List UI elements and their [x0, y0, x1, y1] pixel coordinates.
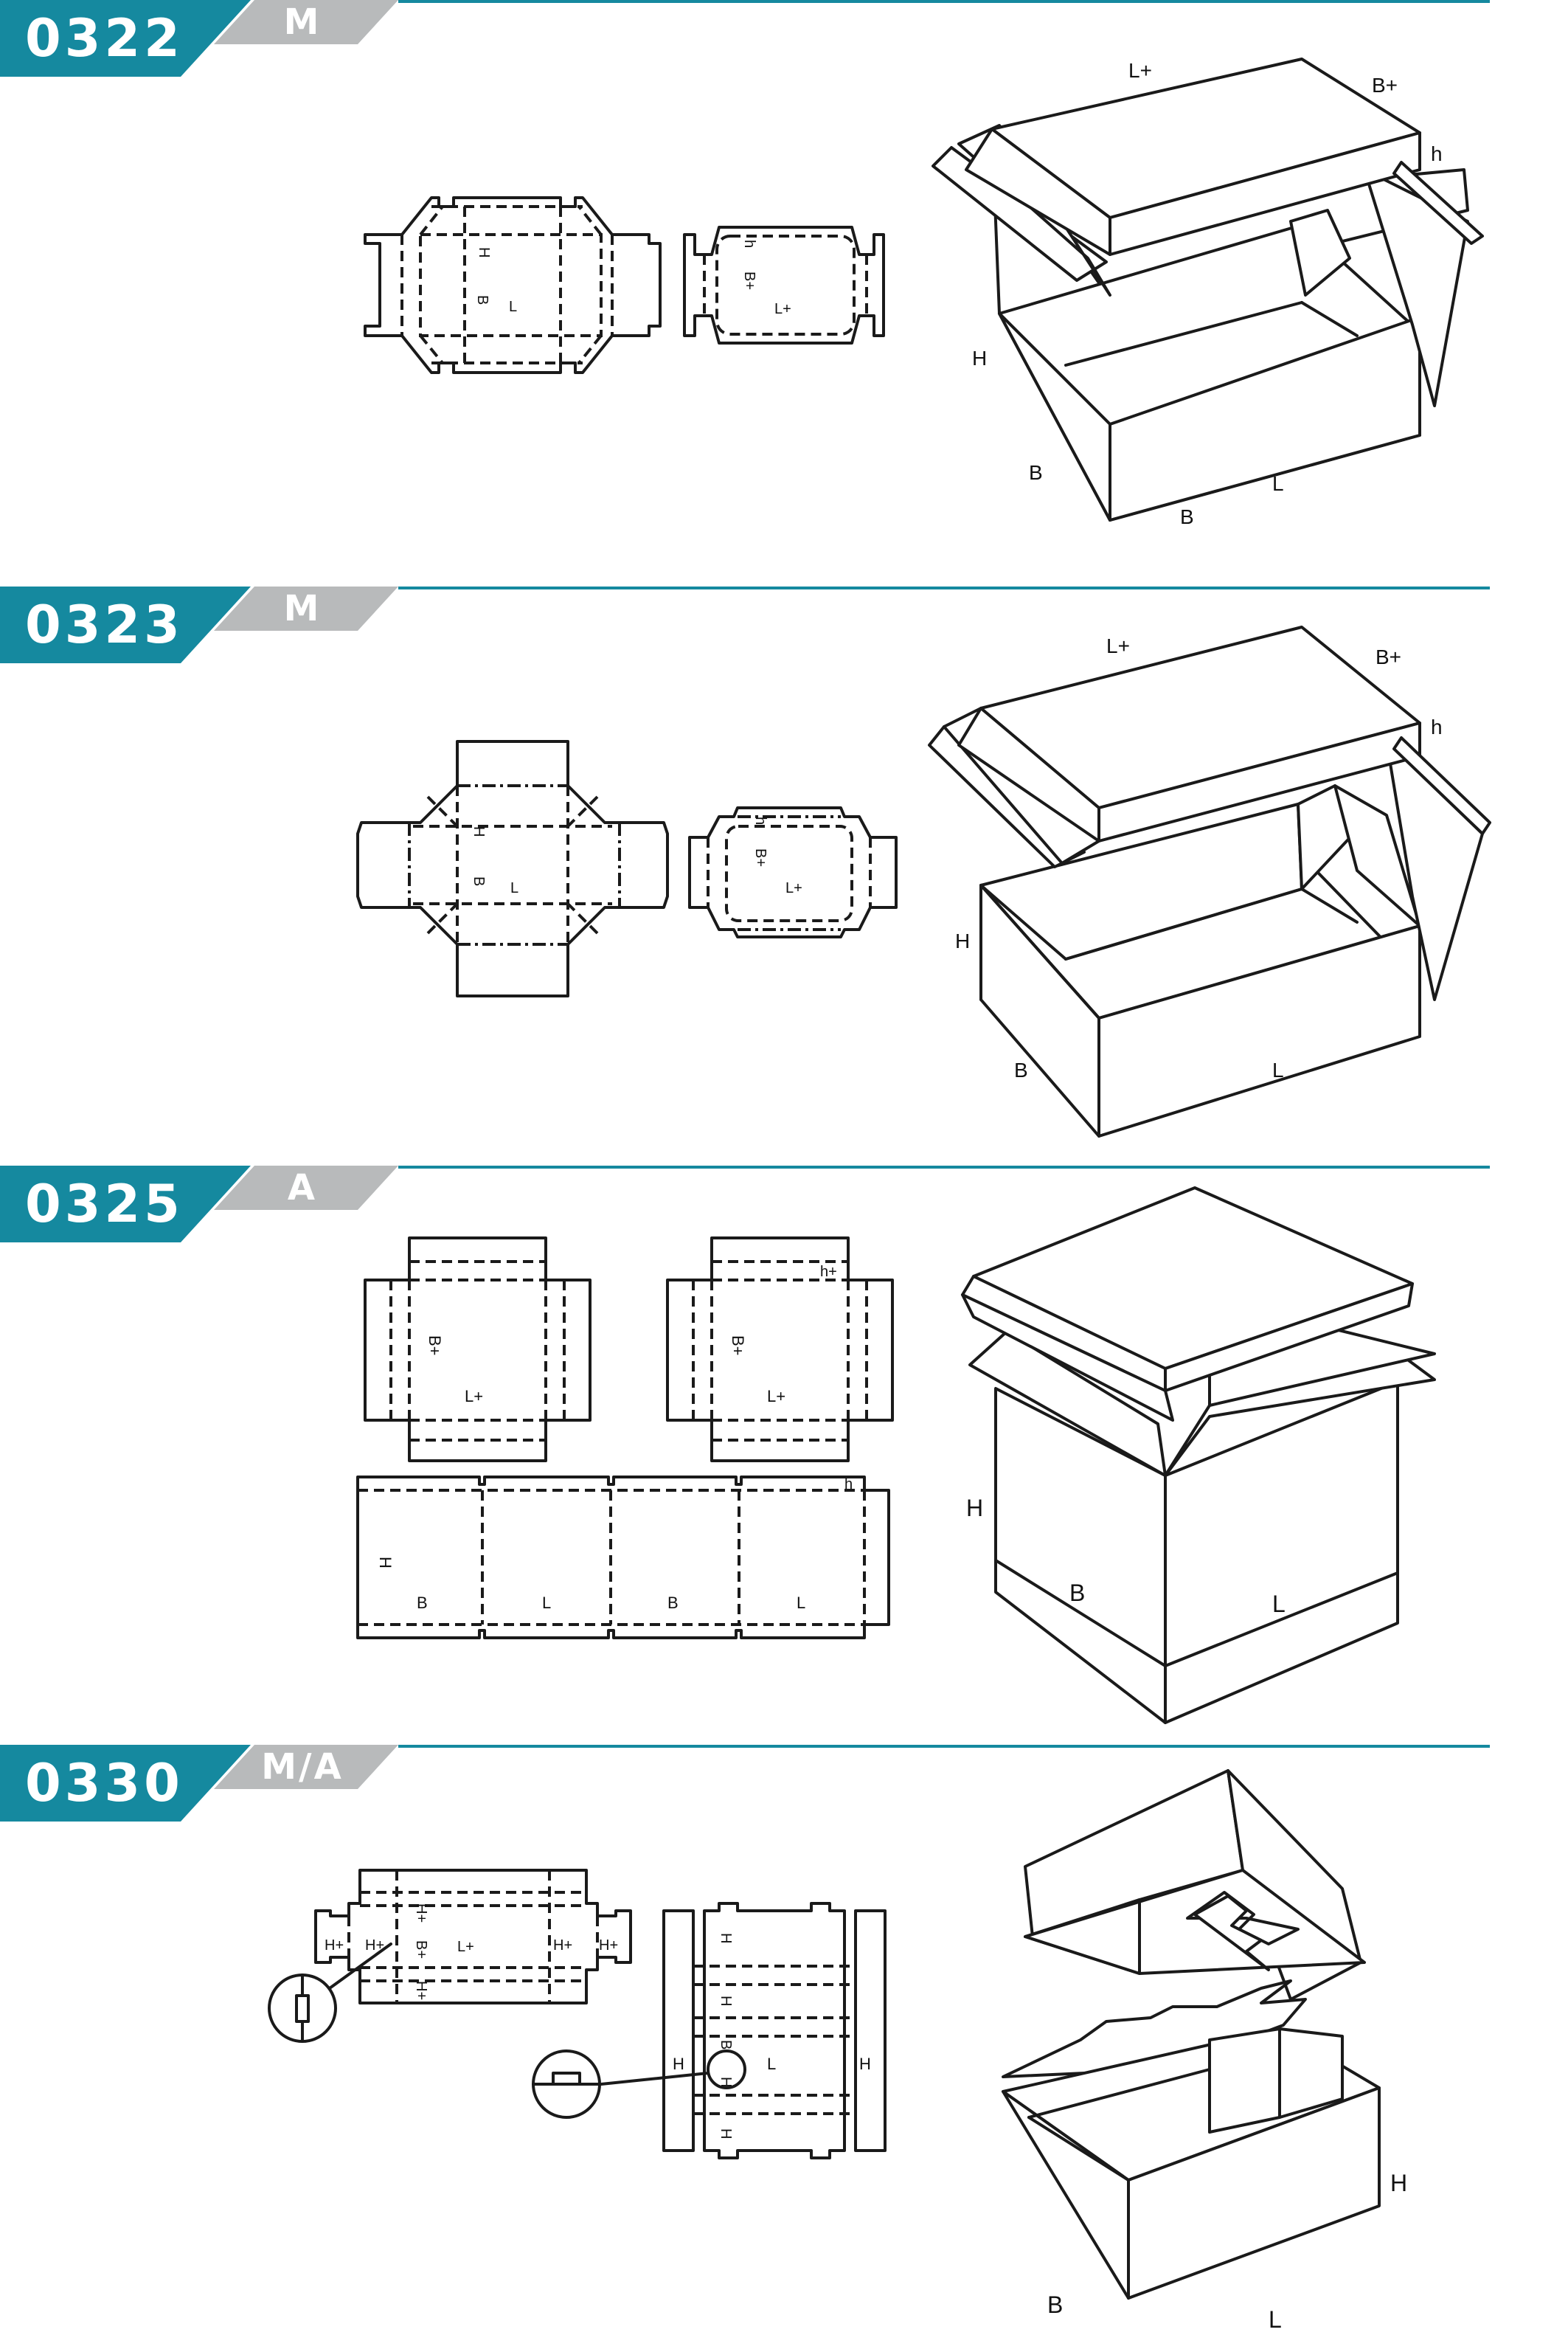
section-0330: 0330 M/A H+ H+ H+ H+ B+ L+ H+ H+ [0, 1745, 1568, 2335]
section-code: 0325 [25, 1174, 184, 1234]
dim-label: H [673, 2055, 684, 2073]
dim-label: L [510, 880, 518, 896]
dim-label: B [718, 2040, 734, 2049]
section-code: 0322 [25, 8, 184, 69]
section-code: 0323 [25, 595, 184, 655]
flat-blank-a [314, 1869, 632, 2004]
dim-label: L+ [774, 301, 791, 317]
dim-label: B [667, 1594, 679, 1612]
dim-label: B [417, 1594, 428, 1612]
section-header-graphic [0, 1745, 1490, 1822]
section-header-graphic [0, 587, 1490, 663]
dim-label: B+ [1376, 646, 1401, 668]
detail-zoom-a [268, 1943, 392, 2043]
box-3d-diagram [928, 626, 1491, 1138]
dim-label: L+ [1128, 59, 1152, 82]
dim-label: H [471, 826, 487, 837]
dim-label: h [741, 240, 757, 248]
dim-label: B [1029, 461, 1043, 484]
flat-blank-base [364, 196, 662, 374]
dim-label: h [752, 817, 769, 825]
dim-label: h [1431, 716, 1443, 738]
flat-blank-base [356, 740, 669, 997]
section-suffix: M [283, 588, 322, 629]
dim-label: L [509, 299, 517, 315]
dim-label: L [542, 1594, 551, 1612]
dim-label: B [1047, 2291, 1063, 2318]
section-0323: 0323 M H B L h B+ [0, 587, 1568, 1166]
dim-label: B [471, 876, 487, 886]
dim-label: L [1269, 2306, 1282, 2333]
flat-layout-diagram: H B L h B+ L+ [356, 626, 1491, 1138]
dim-label: B [1014, 1059, 1028, 1082]
flat-layout-diagram: H+ H+ H+ H+ B+ L+ H+ H+ H H [268, 1769, 1407, 2333]
dim-label: B+ [729, 1335, 747, 1356]
detail-zoom-b [532, 2049, 746, 2119]
dim-label: L [1272, 1059, 1284, 1082]
dim-label: H+ [553, 1937, 572, 1954]
flat-blank-b [662, 1902, 887, 2159]
section-header-graphic [0, 0, 1490, 77]
flat-layout-diagram: B+ L+ h+ B+ L+ H B L B L h [356, 1186, 1436, 1724]
dim-label: B [474, 295, 490, 305]
dim-label: h [1431, 142, 1443, 165]
dim-label: H [718, 1996, 734, 2006]
section-suffix: M/A [261, 1746, 344, 1788]
dim-label: L+ [457, 1939, 474, 1955]
dim-label: B+ [1372, 74, 1398, 97]
flat-layout-diagram: H B L h B+ L+ [364, 58, 1484, 528]
dim-label: L [1272, 1591, 1286, 1617]
dim-label: H [972, 347, 987, 370]
dim-label: H+ [365, 1937, 384, 1954]
dim-label: L+ [767, 1387, 785, 1405]
flat-sleeve [356, 1476, 890, 1639]
dim-label: H [376, 1557, 395, 1568]
flat-blank-lid [683, 226, 885, 345]
box-3d-diagram-bottom [1002, 1979, 1381, 2300]
dim-label: B+ [752, 848, 769, 867]
flat-lid-2 [666, 1236, 894, 1462]
dim-label: B [1180, 505, 1194, 528]
dim-label: H [718, 2128, 734, 2139]
dim-label: H [476, 247, 492, 257]
dim-label: B [1069, 1580, 1085, 1606]
dim-label: H+ [413, 1903, 429, 1923]
section-0325: 0325 A B+ L+ h+ B+ L+ [0, 1166, 1568, 1745]
dim-label: B+ [413, 1940, 429, 1959]
dim-label: L+ [465, 1387, 483, 1405]
dim-label: h+ [820, 1264, 837, 1280]
dim-label: H+ [413, 1981, 429, 2000]
section-suffix: M [283, 1, 322, 43]
dim-label: L+ [1106, 634, 1130, 657]
dim-label: H+ [599, 1937, 618, 1954]
dim-label: B+ [741, 271, 757, 290]
dim-label: H+ [325, 1937, 344, 1954]
dim-label: L [797, 1594, 805, 1612]
dim-label: H [718, 2077, 734, 2087]
flat-blank-lid [688, 806, 898, 938]
box-3d-diagram [932, 58, 1484, 522]
section-code: 0330 [25, 1753, 184, 1813]
dim-label: H [966, 1495, 983, 1521]
section-header-graphic [0, 1166, 1490, 1242]
dim-label: B+ [426, 1335, 444, 1356]
section-suffix: A [287, 1167, 318, 1208]
dim-label: H [955, 930, 970, 952]
dim-label: H [718, 1933, 734, 1943]
dim-label: L+ [785, 880, 802, 896]
flat-lid-1 [364, 1236, 592, 1462]
section-0322: 0322 M H B L h B+ L+ [0, 0, 1568, 583]
dim-label: H [859, 2055, 871, 2073]
dim-label: h [844, 1476, 853, 1492]
dim-label: H [1390, 2170, 1407, 2196]
dim-label: L [767, 2055, 776, 2073]
dim-label: L [1272, 472, 1284, 495]
box-3d-diagram [961, 1186, 1436, 1724]
box-3d-diagram-top [1024, 1769, 1366, 2001]
